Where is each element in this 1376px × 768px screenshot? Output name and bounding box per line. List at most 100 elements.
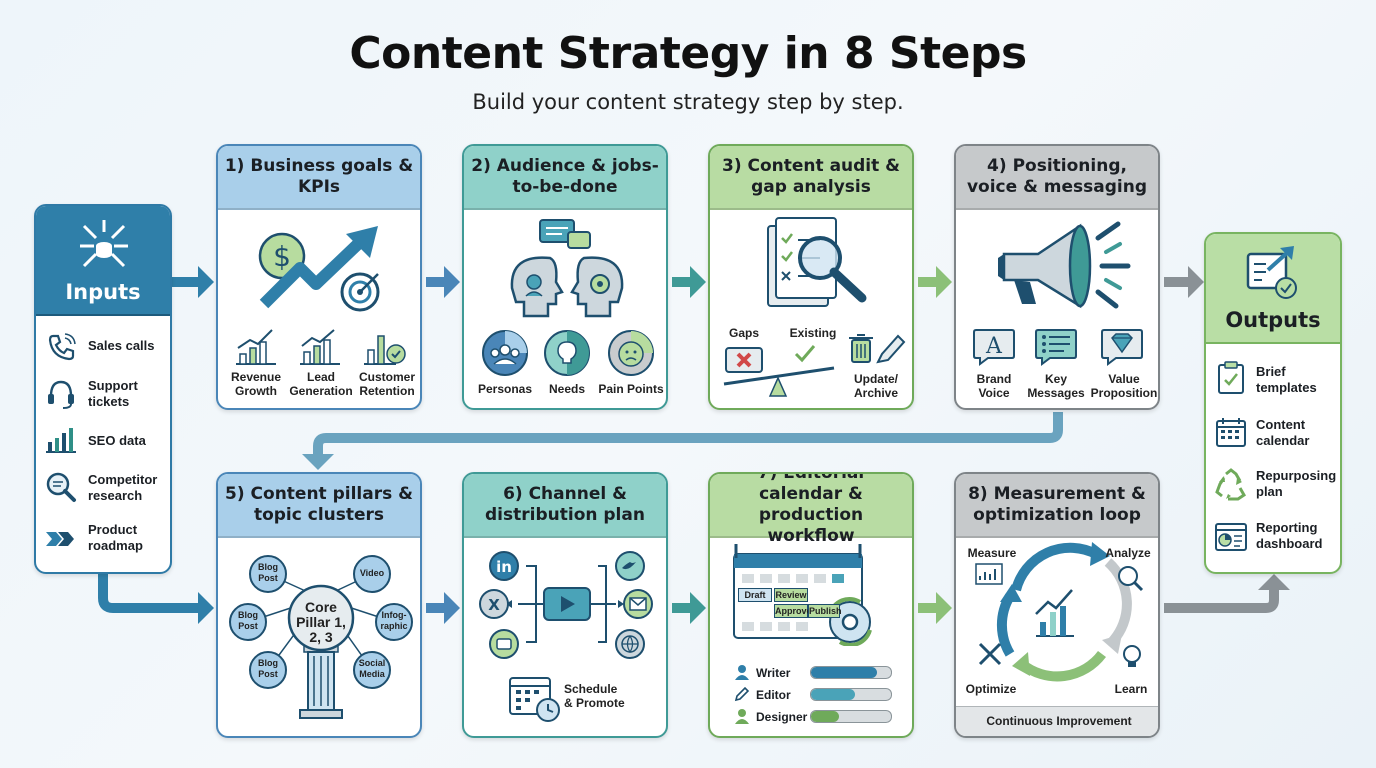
pillar-cluster-diagram [229,555,413,719]
megaphone-icon [998,221,1131,309]
step-5-card: 5) Content pillars & topic clusters Core… [216,472,422,738]
report-arrow-icon [1246,246,1297,299]
svg-text:A: A [985,334,1003,359]
input-seo-data: SEO data [88,433,146,448]
outputs-title: Outputs [1225,308,1321,332]
step-7-card: 7) Editorial calendar & production workf… [708,472,914,738]
svg-text:in: in [496,558,512,576]
personas-icon [482,330,528,376]
step-1-title: 1) Business goals & KPIs [218,146,420,210]
label-gaps: Gaps [728,326,759,340]
step-3-card: 3) Content audit & gap analysis Gaps Exi… [708,144,914,410]
optimization-cycle-diagram [975,542,1144,682]
headset-icon [48,380,74,409]
label-brand-voice: Brand Voice [976,372,1012,400]
retention-bars-icon [364,335,406,365]
tag-draft: Draft [738,588,772,602]
calendar-icon [1216,418,1246,447]
page-title: Content Strategy in 8 Steps [349,28,1027,79]
step-4-card: 4) Positioning, voice & messaging A Bran… [954,144,1160,410]
key-messages-icon [1035,329,1077,366]
input-support-tickets: Support tickets [88,378,138,409]
outputs-header: Outputs [1206,234,1340,344]
step-6-card: 6) Channel & distribution plan in X Sche… [462,472,668,738]
cluster-core-pillar: Core Pillar 1, 2, 3 [296,599,346,645]
writer-progress-fill [811,667,877,678]
loop-measure: Measure [967,546,1017,560]
magnifier-document-icon [46,472,76,502]
label-lead-generation: Lead Generation [289,370,353,398]
output-brief-templates: Brief templates [1256,364,1317,395]
step-5-title: 5) Content pillars & topic clusters [218,474,420,538]
svg-text:X: X [488,596,500,614]
step-8-title: 8) Measurement & optimization loop [956,474,1158,538]
bar-chart-icon [46,428,76,453]
label-update-archive: Update/ Archive [853,372,899,400]
designer-progress-fill [811,711,839,722]
roadmap-arrows-icon [46,532,74,546]
editor-pencil-icon [734,686,750,702]
continuous-improvement-bar [956,706,1158,736]
dashboard-icon [1215,523,1247,551]
inputs-header: Inputs [36,206,170,316]
inputs-title: Inputs [65,280,141,304]
cluster-social-media: Social Media [358,658,386,679]
label-existing: Existing [789,326,837,340]
label-value-proposition: Value Proposition [1090,372,1158,400]
svg-text:$: $ [273,240,291,273]
designer-progress-bar [810,710,892,723]
trash-pencil-icon [849,334,906,364]
cluster-infographic: Infog- raphic [380,610,408,631]
phone-icon [48,333,76,361]
balance-scale-icon [723,345,835,397]
distribution-hub-diagram: in X [479,551,653,659]
growth-target-icon: $ [258,226,380,312]
step-3-title: 3) Content audit & gap analysis [710,146,912,210]
schedule-calendar-icon [509,677,560,722]
label-revenue-growth: Revenue Growth [230,370,282,398]
funnel-arrows-icon [80,220,128,268]
label-pain-points: Pain Points [598,382,664,396]
output-repurposing-plan: Repurposing plan [1256,468,1337,499]
recycle-icon [1215,468,1246,501]
step-6-title: 6) Channel & distribution plan [464,474,666,538]
pain-points-icon [608,330,654,376]
inputs-panel: Inputs Sales calls Support tickets SEO d… [34,204,172,574]
input-competitor-research: Competitor research [88,472,158,503]
cluster-blog-post-1: Blog Post [258,562,278,583]
cluster-blog-post-3: Blog Post [258,658,278,679]
writer-icon [735,665,749,680]
outputs-panel: Outputs Brief templates Content calendar… [1204,232,1342,574]
label-schedule-promote: Schedule & Promote [564,682,625,710]
label-key-messages: Key Messages [1027,372,1085,400]
loop-learn: Learn [1114,682,1148,696]
output-reporting-dashboard: Reporting dashboard [1256,520,1323,551]
label-needs: Needs [548,382,586,396]
revenue-bars-icon [236,329,276,365]
step-4-title: 4) Positioning, voice & messaging [956,146,1158,210]
writer-progress-bar [810,666,892,679]
diamond-icon [1101,329,1143,366]
tag-approve: Approve [774,604,812,618]
loop-analyze: Analyze [1105,546,1151,560]
step-7-title: 7) Editorial calendar & production workf… [710,474,912,546]
role-writer: Writer [756,666,791,680]
tag-review: Review [774,588,808,602]
step-2-card: 2) Audience & jobs-to-be-done Personas N… [462,144,668,410]
role-designer: Designer [756,710,808,724]
label-personas: Personas [477,382,533,396]
needs-bulb-icon [544,330,590,376]
cluster-blog-post-2: Blog Post [238,610,258,631]
audit-magnifier-icon [767,217,867,307]
role-editor: Editor [756,688,791,702]
input-sales-calls: Sales calls [88,338,155,353]
label-customer-retention: Customer Retention [358,370,415,398]
input-product-roadmap: Product roadmap [88,522,143,553]
page-subtitle: Build your content strategy step by step… [472,90,904,114]
output-content-calendar: Content calendar [1256,417,1310,448]
designer-icon [735,709,749,724]
editor-progress-bar [810,688,892,701]
brand-voice-icon: A [973,329,1015,366]
lead-bars-icon [300,329,340,365]
